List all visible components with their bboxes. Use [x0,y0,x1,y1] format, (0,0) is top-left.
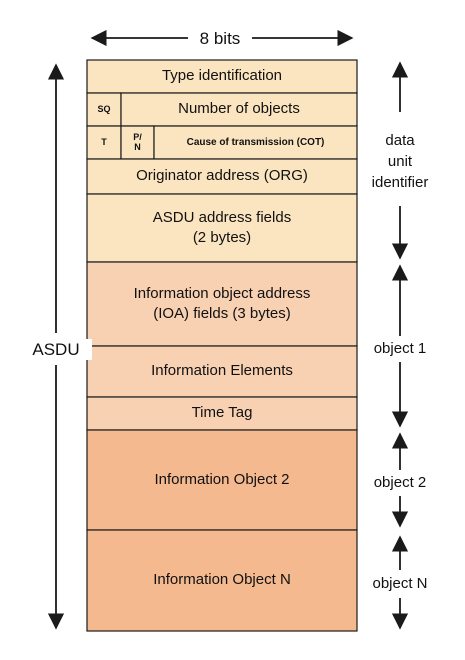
object-2-label: object 2 [373,474,427,491]
object-n-label: object N [372,575,428,592]
type-identification-label: Type identification [161,67,283,85]
object-1-label: object 1 [373,340,427,357]
dui-line3: identifier [371,174,429,191]
information-object-n-box [86,529,358,632]
originator-address-label: Originator address (ORG) [136,167,308,185]
number-of-objects-box [120,92,358,127]
type-identification-box [86,59,358,94]
asdu-label: ASDU [20,339,92,361]
time-tag-box [86,396,358,431]
cot-box [153,125,358,160]
pn-label-top: P/ [133,131,142,142]
dui-line2: unit [387,153,413,170]
pn-label: P/ N [121,126,154,159]
information-object-2-label: Information Object 2 [154,470,290,488]
dui-line1: data [385,132,415,149]
sq-label: SQ [97,104,111,115]
information-object-n-label: Information Object N [153,571,291,589]
ioa-line1: Information object address [133,284,311,302]
ioa-line2: (IOA) fields (3 bytes) [153,305,291,322]
asdu-address-label: ASDU address fields (2 bytes) [87,194,357,262]
information-elements-label: Information Elements [151,362,293,380]
data-unit-identifier-label: data unit identifier [360,130,440,193]
cot-label: Cause of transmission (COT) [186,136,325,148]
t-label: T [101,137,107,148]
asdu-address-line2: (2 bytes) [192,229,252,246]
time-tag-label: Time Tag [191,404,253,422]
information-elements-box [86,345,358,398]
width-label: 8 bits [199,29,241,48]
information-object-2-box [86,429,358,531]
asdu-address-box [86,193,358,263]
pn-label-bottom: N [134,141,141,152]
asdu-address-line1: ASDU address fields [152,208,292,226]
number-of-objects-label: Number of objects [178,100,300,118]
ioa-label: Information object address (IOA) fields … [87,262,357,346]
